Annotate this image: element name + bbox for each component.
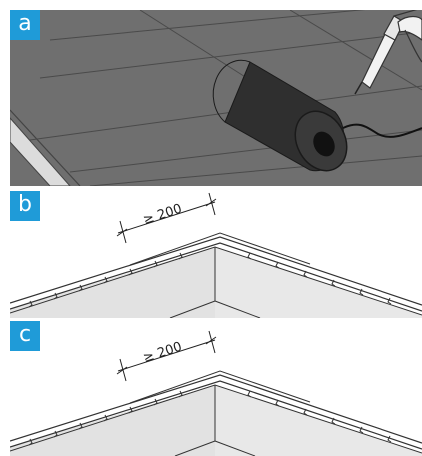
dimension-label: ≥ 200 xyxy=(141,201,184,228)
panel-a: a xyxy=(10,10,422,186)
membrane-roll xyxy=(212,59,422,172)
panel-label-badge: b xyxy=(10,191,40,221)
panel-c: ≥ 200 c xyxy=(10,321,422,456)
ridge-overlap-diagram: ≥ 200 xyxy=(10,192,422,318)
sealant-gun-icon xyxy=(354,10,422,95)
dimension-line xyxy=(116,330,217,382)
panel-b: ≥ 200 b xyxy=(10,191,422,318)
panel-label-badge: a xyxy=(10,10,40,40)
ridge-overlap-diagram: ≥ 200 xyxy=(10,330,422,456)
dimension-label: ≥ 200 xyxy=(141,339,184,366)
membrane-roof-illustration xyxy=(10,10,422,186)
panel-label-badge: c xyxy=(10,321,40,351)
dimension-line xyxy=(116,192,217,244)
